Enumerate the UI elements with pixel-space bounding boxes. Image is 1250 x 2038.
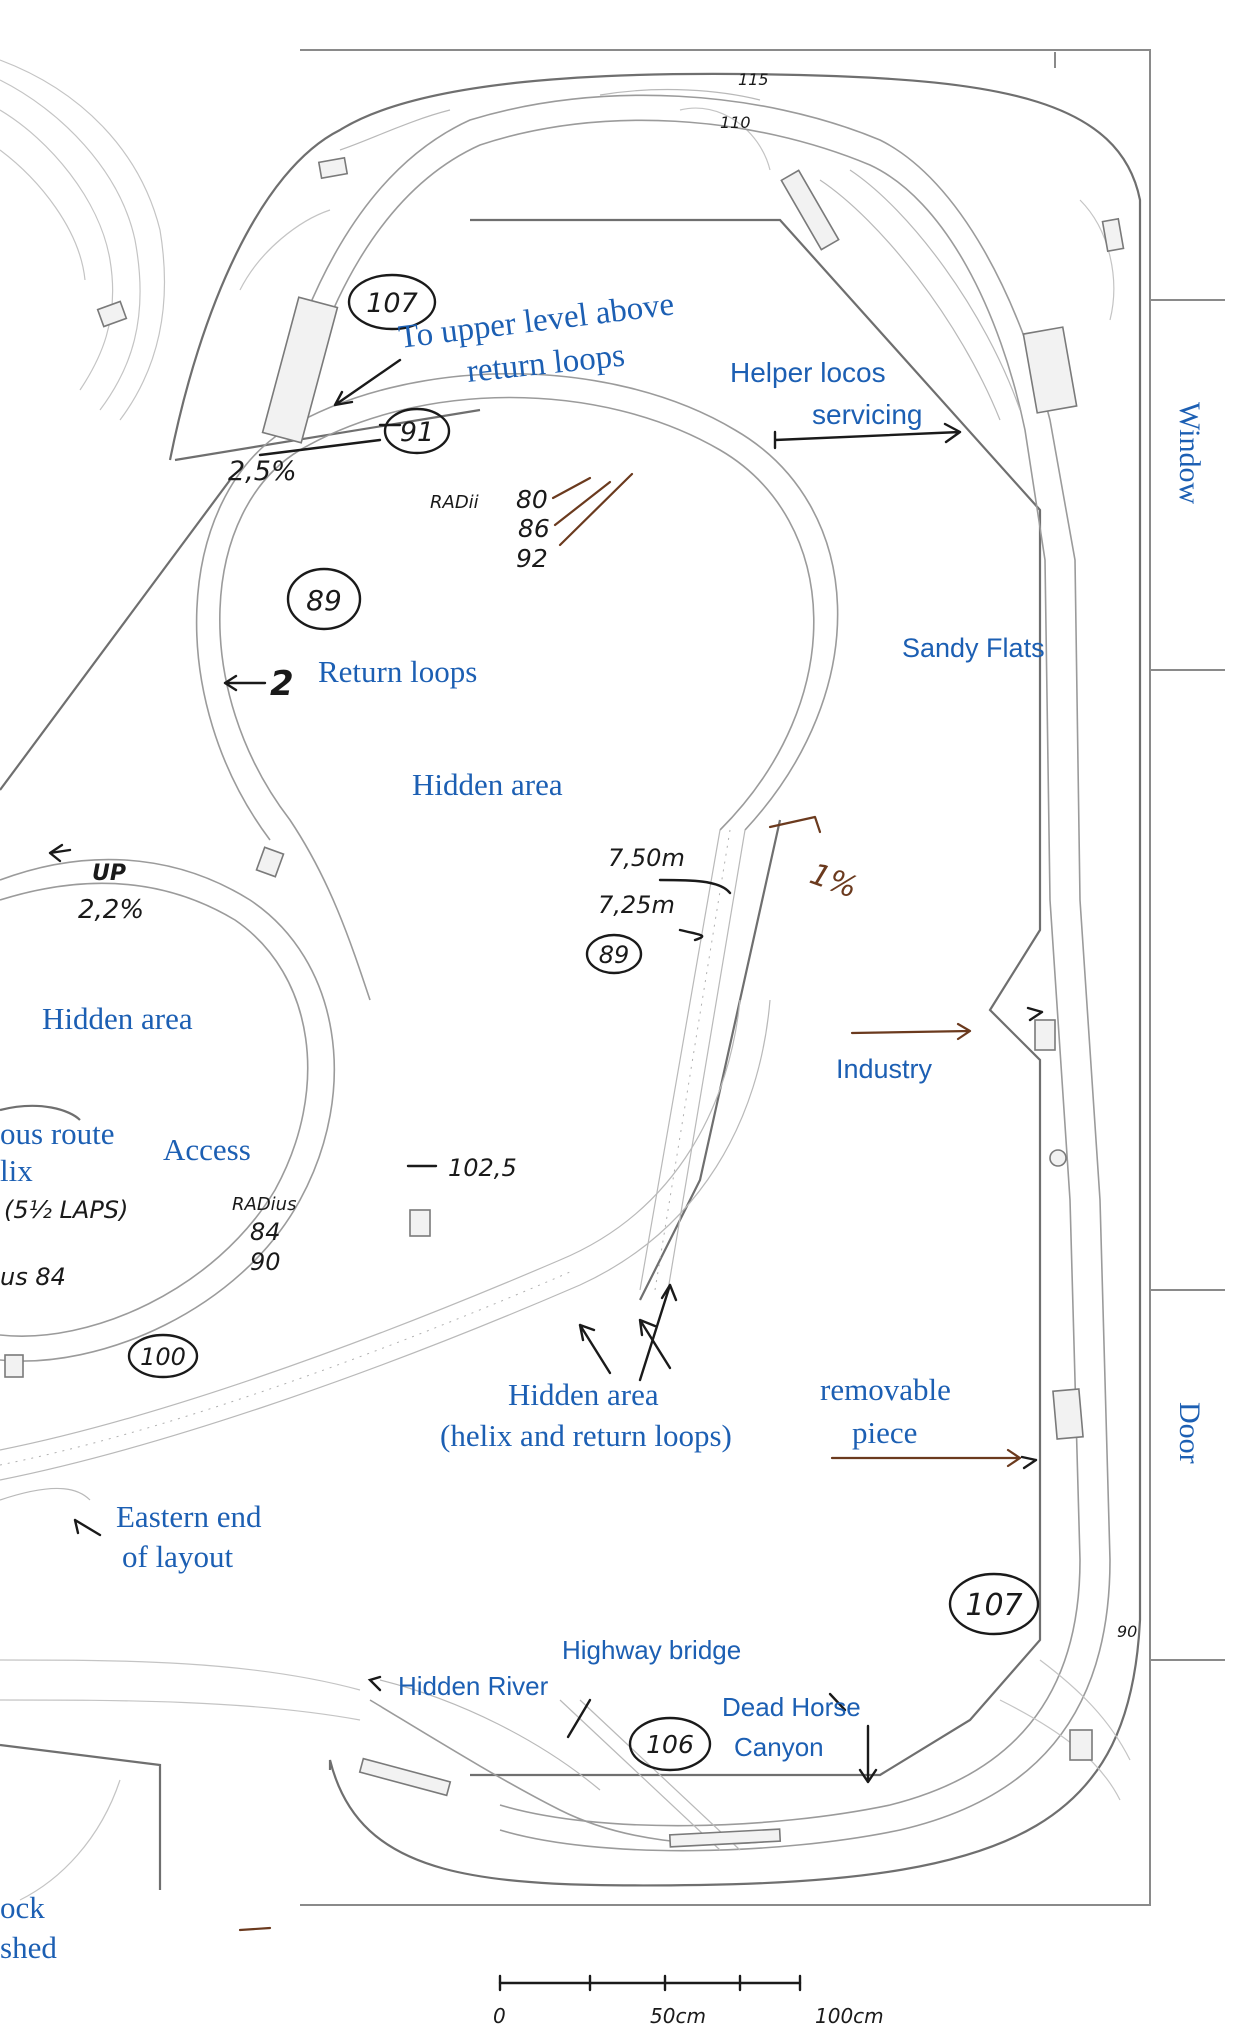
label-removable-1: removable xyxy=(820,1372,951,1407)
height-numbers: 107 91 89 89 100 107 106 xyxy=(140,288,1023,1759)
main-line-tracks xyxy=(269,88,1111,1852)
label-helper-locos-1: Helper locos xyxy=(730,357,886,388)
label-eastern-end-2: of layout xyxy=(122,1539,233,1574)
brown-strokes xyxy=(238,472,1022,1932)
height-circle-106 xyxy=(628,1716,712,1772)
note-dist-750: 7,50m xyxy=(608,844,685,872)
note-radius-115: 115 xyxy=(738,70,769,89)
note-radius-84: 84 xyxy=(250,1218,281,1246)
height-circle-89-mid xyxy=(585,933,643,975)
label-industry: Industry xyxy=(836,1054,933,1084)
label-to-upper-level-1: To upper level above xyxy=(397,286,676,356)
label-hidden-area-bottom-1: Hidden area xyxy=(508,1377,659,1412)
note-up: UP xyxy=(92,861,126,886)
height-circle-100 xyxy=(127,1333,199,1379)
height-markers xyxy=(127,273,1040,1772)
height-circle-91 xyxy=(383,407,451,455)
label-return-loops: Return loops xyxy=(318,654,477,689)
note-grade-top: 2,5% xyxy=(228,456,297,487)
label-helper-locos-2: servicing xyxy=(812,399,922,430)
height-91: 91 xyxy=(400,417,434,448)
note-arrow-2: 2 xyxy=(270,664,294,704)
scale-mid: 50cm xyxy=(650,2004,706,2028)
label-hidden-area-bottom-2: (helix and return loops) xyxy=(440,1418,732,1453)
benchwork-outline xyxy=(0,72,1142,1890)
label-dead-horse-2: Canyon xyxy=(734,1732,824,1762)
label-eastern-end-1: Eastern end xyxy=(116,1499,262,1534)
note-radius-90: 90 xyxy=(250,1248,281,1276)
terrain-upper-left xyxy=(0,59,1115,421)
room-walls xyxy=(300,49,1225,1906)
label-highway-bridge: Highway bridge xyxy=(562,1635,741,1665)
scale-zero: 0 xyxy=(493,2004,506,2028)
height-106: 106 xyxy=(646,1730,694,1759)
label-door: Door xyxy=(1173,1402,1206,1464)
label-removable-2: piece xyxy=(852,1415,917,1450)
structures xyxy=(4,156,1125,1848)
note-radius-84-left: us 84 xyxy=(0,1263,66,1291)
note-grade-1pct: 1% xyxy=(805,857,862,906)
height-circle-89-top xyxy=(286,567,362,631)
label-sandy-flats: Sandy Flats xyxy=(902,633,1045,663)
height-107-top: 107 xyxy=(366,288,418,319)
label-lock-shed-2: shed xyxy=(0,1930,57,1965)
label-continuous-route-1: ous route xyxy=(0,1116,115,1151)
note-radius-90-small: 90 xyxy=(1117,1622,1137,1641)
height-107-bottom: 107 xyxy=(965,1588,1022,1623)
label-hidden-river: Hidden River xyxy=(398,1671,549,1701)
note-radii-92: 92 xyxy=(516,544,548,573)
label-continuous-route-2: lix xyxy=(0,1153,33,1188)
height-89-top: 89 xyxy=(306,584,342,617)
note-laps: (5½ LAPS) xyxy=(4,1196,128,1224)
note-dist-725: 7,25m xyxy=(598,891,675,919)
ink-strokes xyxy=(48,358,1044,1784)
note-radii-86: 86 xyxy=(518,514,550,543)
note-radius-label: RADius xyxy=(232,1194,296,1215)
height-100: 100 xyxy=(140,1343,186,1371)
label-lock-shed-1: ock xyxy=(0,1890,45,1925)
label-window: Window xyxy=(1173,402,1206,504)
note-radii-80: 80 xyxy=(516,485,548,514)
note-radii-label: RADii xyxy=(430,492,479,513)
lower-canyon-tracks xyxy=(0,1659,1131,1901)
scale-end: 100cm xyxy=(815,2004,884,2028)
helix-tracks xyxy=(0,858,771,1501)
label-access: Access xyxy=(163,1132,251,1167)
note-dim-1025: 102,5 xyxy=(448,1154,517,1182)
label-dead-horse-1: Dead Horse xyxy=(722,1692,861,1722)
height-circle-107-bottom xyxy=(948,1572,1040,1636)
return-loop-tracks xyxy=(195,373,839,1291)
label-hidden-area-left: Hidden area xyxy=(42,1001,193,1036)
note-grade-up: 2,2% xyxy=(78,895,144,925)
height-89-mid: 89 xyxy=(599,941,630,969)
note-radius-110: 110 xyxy=(720,113,751,132)
label-hidden-area-center: Hidden area xyxy=(412,767,563,802)
scale-bar: 0 50cm 100cm xyxy=(493,1974,884,2028)
height-circle-107-top xyxy=(347,273,437,331)
